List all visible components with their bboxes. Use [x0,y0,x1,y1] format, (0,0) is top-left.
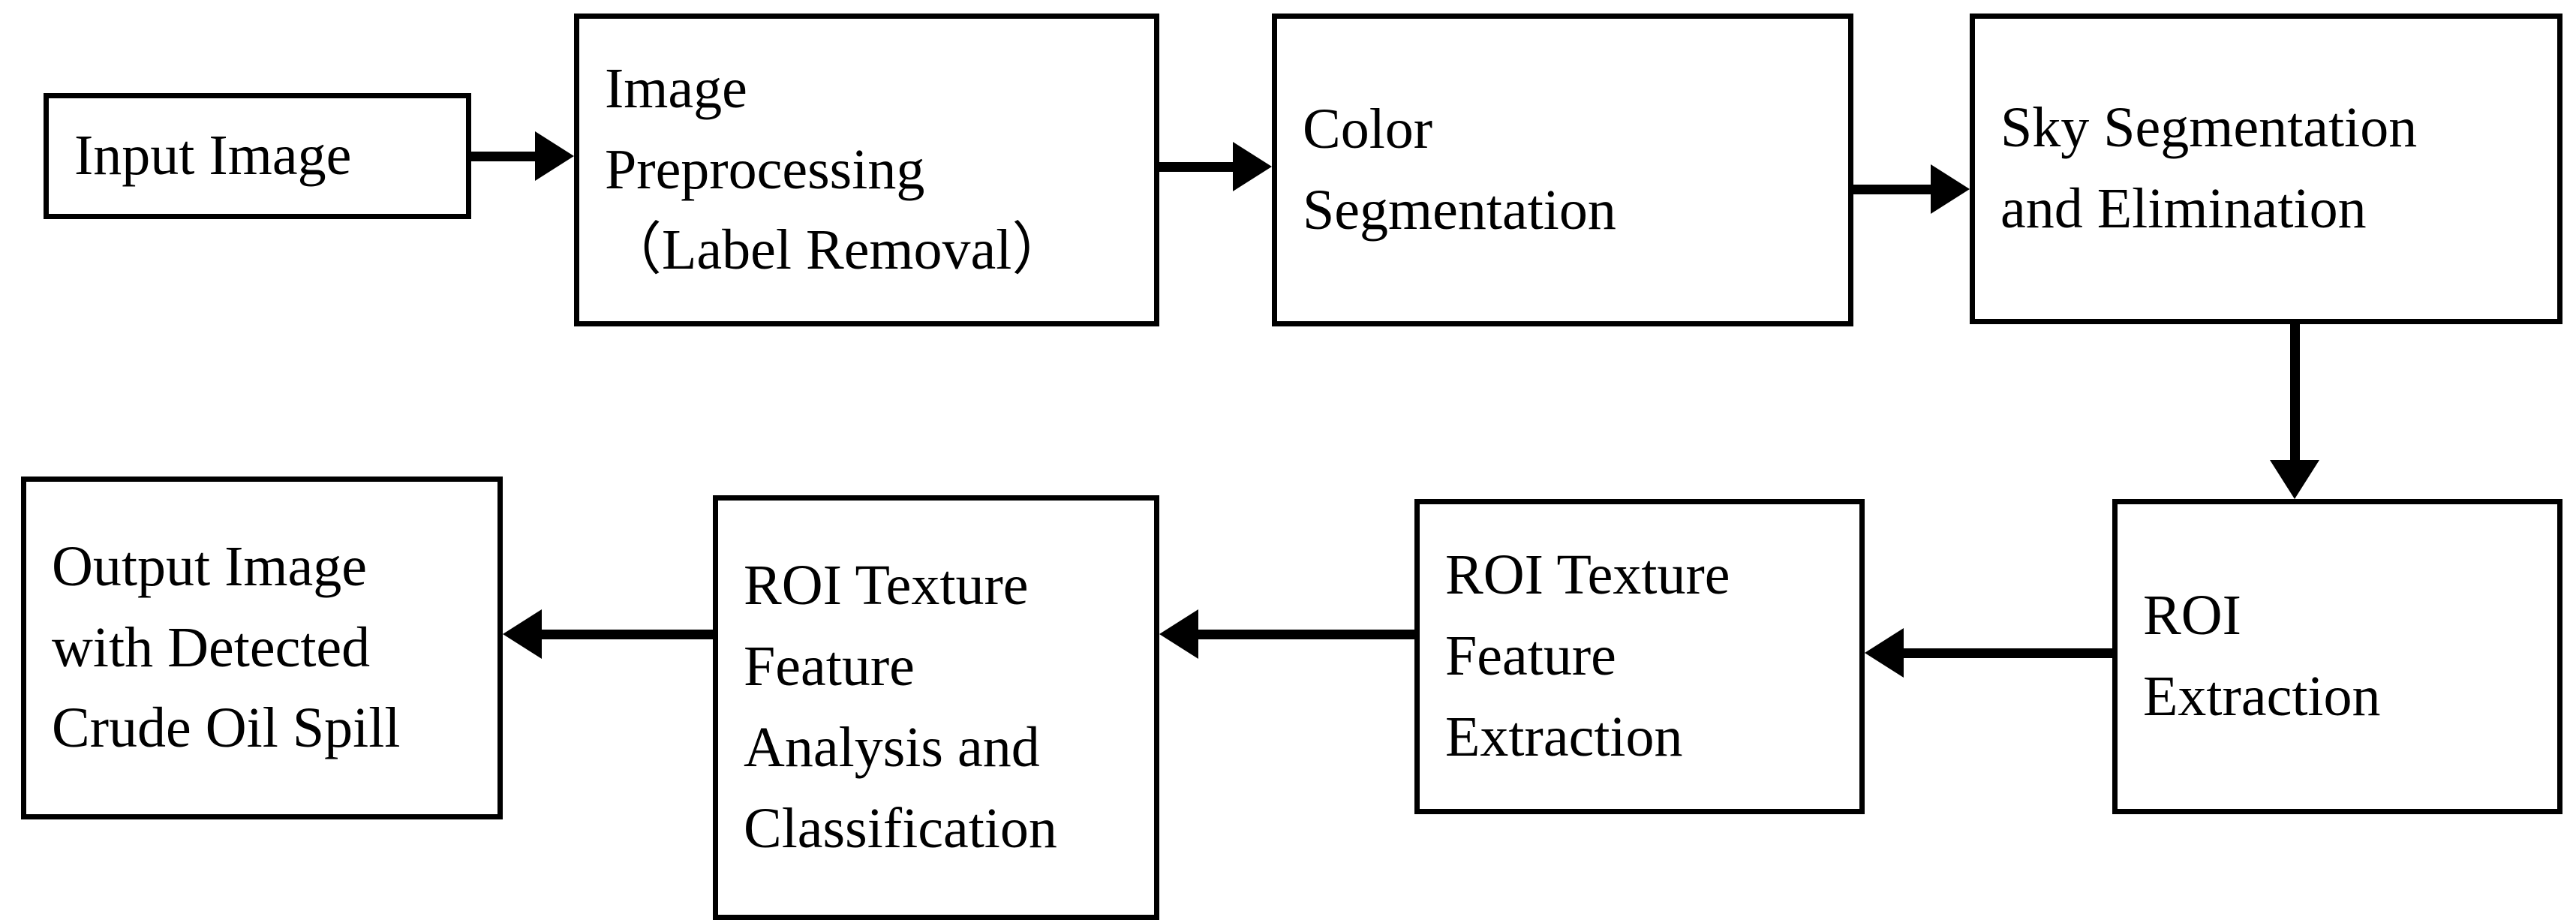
arrow-shaft [1159,162,1242,172]
flow-node-sky-segmentation-and-elimination[interactable]: Sky Segmentation and Elimination [1970,14,2562,324]
flow-node-label-line: Classification [744,796,1057,860]
arrow-head-left-icon [1159,609,1198,659]
flow-node-label-line: Color [1303,97,1433,161]
flow-node-label-line: with Detected [52,615,371,679]
flow-node-label-line: and Elimination [2000,177,2367,240]
flow-node-label-line: Extraction [1445,705,1683,768]
arrow-head-right-icon [535,131,574,181]
arrow-head-right-icon [1233,142,1272,191]
flow-node-input-image[interactable]: Input Image [44,93,471,219]
arrow-shaft [471,152,544,161]
arrow-head-down-icon [2270,460,2319,499]
arrow-head-left-icon [1865,628,1904,678]
flow-node-label-line: Sky Segmentation [2000,96,2418,160]
flow-node-label-line: Input Image [74,124,352,188]
flow-node-label-line: （Label Removal） [605,218,1069,282]
flow-node-label-line: Preprocessing [605,137,925,201]
arrow-shaft [1853,185,1940,194]
flow-node-label-line: ROI [2143,584,2241,648]
arrow-shaft [2290,324,2300,469]
flow-node-label-line: Feature [744,635,915,699]
flow-node-label-line: Extraction [2143,665,2381,728]
flow-node-label-line: Crude Oil Spill [52,696,401,760]
flow-node-label-line: Feature [1445,624,1616,688]
flow-node-label-line: ROI Texture [744,554,1029,618]
flow-node-roi-extraction[interactable]: ROI Extraction [2112,499,2562,814]
arrow-head-left-icon [503,609,542,659]
flow-node-label-line: ROI Texture [1445,543,1730,607]
flow-node-label-line: Segmentation [1303,178,1616,242]
flow-node-label-line: Output Image [52,534,368,598]
flow-node-label-line: Analysis and [744,716,1040,779]
arrow-head-right-icon [1931,164,1970,214]
arrow-shaft [1189,630,1414,639]
arrow-shaft [1895,648,2112,658]
arrow-shaft [533,630,713,639]
flow-node-label-line: Image [605,56,747,120]
